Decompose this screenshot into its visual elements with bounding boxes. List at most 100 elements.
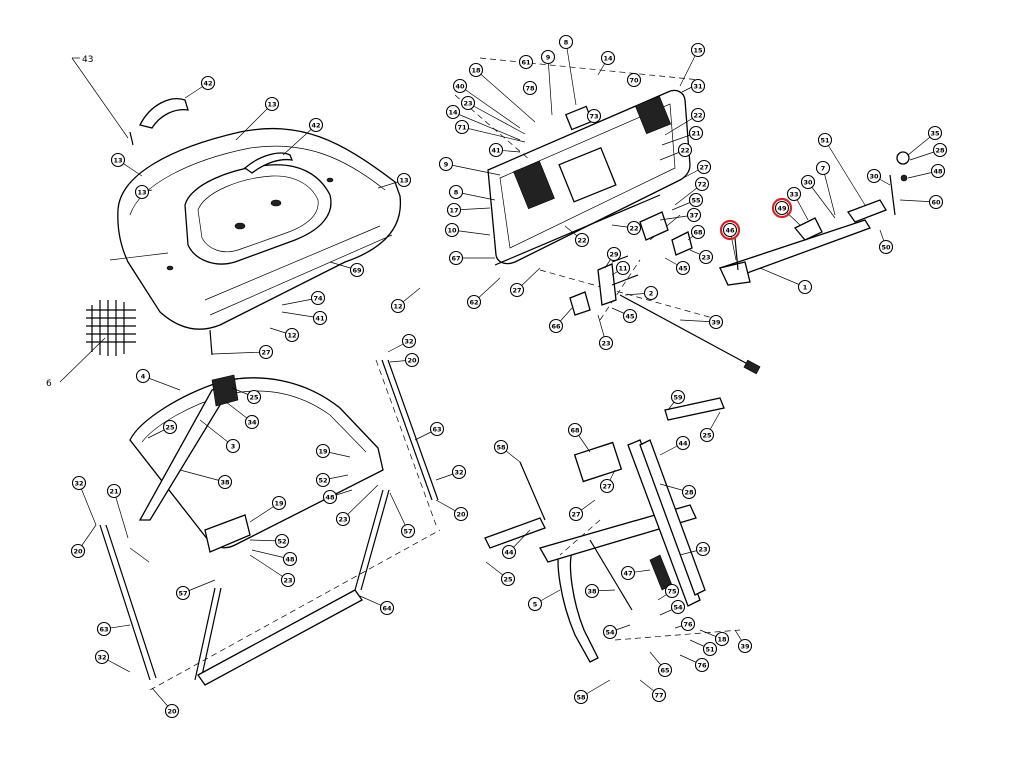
part-callout-72: 72 [694,176,710,192]
callout-number: 31 [693,82,703,90]
callout-number: 69 [352,266,362,274]
handle-frame [484,397,741,663]
callout-number: 15 [693,46,703,54]
callout-bubble [164,703,180,719]
callout-number: 23 [463,99,472,107]
part-callout-30: 30 [866,168,882,184]
callout-bubble [574,232,590,248]
callout-bubble [688,192,704,208]
callout-bubble [573,689,589,705]
callout-number: 22 [693,111,702,119]
callout-bubble [501,544,517,560]
callout-bubble [322,489,338,505]
callout-bubble [657,662,673,678]
callout-bubble [264,96,280,112]
part-callout-70: 70 [626,72,642,88]
part-callout-12: 12 [390,298,406,314]
callout-number: 57 [403,527,412,535]
part-callout-38: 38 [584,583,600,599]
callout-number: 62 [469,298,478,306]
callout-bubble [696,159,712,175]
part-callout-78: 78 [522,80,538,96]
part-callout-32: 32 [71,475,87,491]
callout-number: 23 [338,515,347,523]
part-callout-27: 27 [696,159,712,175]
callout-bubble [244,414,260,430]
callout-bubble [606,246,622,262]
part-callout-31: 31 [690,78,706,94]
callout-number: 18 [717,635,727,643]
part-callout-45: 45 [622,308,638,324]
callout-bubble [274,533,290,549]
part-callout-14: 14 [600,50,616,66]
callout-number: 75 [667,587,677,595]
callout-number: 76 [697,661,707,669]
callout-number: 44 [504,548,514,556]
part-callout-22: 22 [574,232,590,248]
part-callout-23: 23 [460,95,476,111]
part-callout-46: 46 [722,222,738,238]
callout-number: 23 [701,253,710,261]
callout-bubble [315,443,331,459]
part-callout-13: 13 [264,96,280,112]
callout-bubble [246,389,262,405]
callout-bubble [453,506,469,522]
part-callout-2: 2 [643,285,659,301]
callout-bubble [308,117,324,133]
part-callout-13: 13 [110,152,126,168]
callout-bubble [522,80,538,96]
callout-number: 46 [725,226,735,234]
callout-bubble [670,389,686,405]
firewall-panel [454,57,721,321]
callout-number: 27 [602,482,611,490]
callout-bubble [558,34,574,50]
callout-number: 39 [740,642,750,650]
highlight-ring-46 [719,219,741,241]
part-callout-52: 52 [274,533,290,549]
callout-number: 30 [869,172,879,180]
callout-bubble [438,156,454,172]
part-callout-47: 47 [620,565,636,581]
part-callout-71: 71 [454,119,470,135]
callout-bubble [500,571,516,587]
dash-frame [99,359,441,691]
handle-42-center [243,152,294,174]
callout-bubble [626,220,642,236]
callout-bubble [670,599,686,615]
callout-bubble [690,107,706,123]
part-callout-45: 45 [675,260,691,276]
callout-number: 38 [587,587,597,595]
callout-bubble [448,184,464,200]
callout-bubble [702,641,718,657]
callout-number: 71 [457,123,467,131]
callout-number: 5 [533,600,538,608]
callout-bubble [675,435,691,451]
part-callout-51: 51 [702,641,718,657]
callout-bubble [681,484,697,500]
callout-bubble [694,176,710,192]
part-callout-77: 77 [651,687,667,703]
callout-number: 60 [931,198,941,206]
callout-number: 45 [678,264,688,272]
part-callout-27: 27 [258,344,274,360]
control-lever-assembly [649,151,910,286]
part-callout-32: 32 [401,333,417,349]
callout-bubble [928,194,944,210]
callout-number: 65 [660,666,670,674]
callout-bubble [774,200,790,216]
part-callout-49: 49 [774,200,790,216]
part-callout-25: 25 [699,427,715,443]
callout-number: 37 [689,211,698,219]
part-callout-21: 21 [106,483,122,499]
part-callout-27: 27 [509,282,525,298]
part-callout-58: 58 [573,689,589,705]
center-brackets [569,211,693,316]
callout-bubble [690,224,706,240]
callout-number: 8 [564,38,569,46]
callout-number: 25 [702,431,712,439]
callout-bubble [568,506,584,522]
callout-number: 42 [311,121,320,129]
part-callout-58: 58 [493,439,509,455]
part-callout-27: 27 [599,478,615,494]
callout-number: 10 [447,226,457,234]
